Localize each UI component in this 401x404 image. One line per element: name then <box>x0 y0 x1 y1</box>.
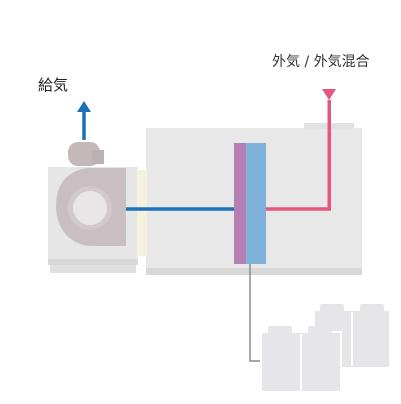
coil-hot-side <box>234 143 248 264</box>
fan-housing-foot <box>50 265 136 273</box>
fan-module <box>48 142 147 273</box>
fan-outlet-flange <box>92 150 104 164</box>
outdoor-unit-group-front <box>260 326 342 393</box>
outdoor-unit-cap <box>308 326 332 334</box>
refrigerant-pipe <box>249 264 262 362</box>
coil <box>234 143 266 264</box>
fan-hub <box>73 191 107 225</box>
outside-arrow-icon <box>322 89 336 100</box>
outside-air-label: 外気 / 外気混合 <box>272 54 370 70</box>
outdoor-unit-cap <box>320 304 344 312</box>
supply-arrow-icon <box>77 101 91 112</box>
filter <box>137 170 147 256</box>
outside-air-line <box>266 89 336 211</box>
supply-air-label: 給気 <box>38 76 69 94</box>
cabinet-base <box>146 268 362 275</box>
fan-housing-base <box>48 259 138 265</box>
coil-cold-side <box>246 143 266 264</box>
outdoor-unit-cap <box>268 326 292 334</box>
outdoor-unit-cap <box>360 304 384 312</box>
supply-air-line <box>77 101 234 211</box>
